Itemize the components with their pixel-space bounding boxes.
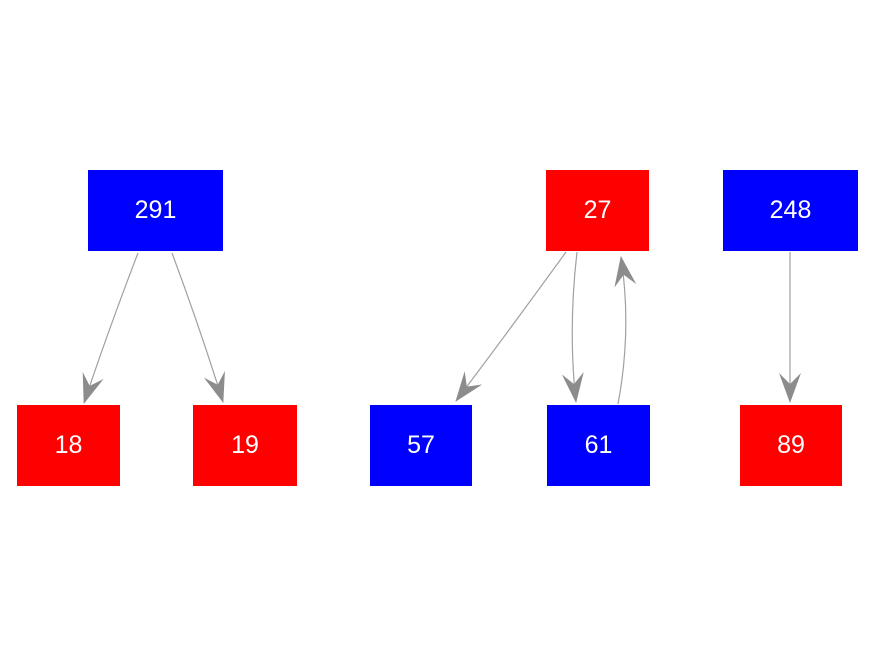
edge-27-61[interactable]	[561, 251, 584, 403]
node-61[interactable]: 61	[547, 405, 650, 486]
node-label: 291	[134, 196, 177, 224]
node-89[interactable]: 89	[740, 405, 842, 486]
edge-291-18[interactable]	[82, 252, 139, 404]
edge-27-57[interactable]	[455, 251, 567, 402]
node-label: 27	[583, 196, 612, 224]
node-18[interactable]: 18	[17, 405, 120, 486]
node-291[interactable]: 291	[88, 170, 223, 251]
node-label: 19	[231, 431, 259, 459]
node-label: 57	[407, 431, 435, 459]
node-label: 18	[54, 431, 83, 459]
node-label: 61	[584, 431, 613, 459]
node-248[interactable]: 248	[723, 170, 858, 251]
node-label: 248	[769, 196, 812, 224]
node-label: 89	[777, 431, 805, 459]
edge-291-19[interactable]	[171, 252, 225, 403]
node-19[interactable]: 19	[193, 405, 297, 486]
node-27[interactable]: 27	[546, 170, 649, 251]
edge-61-27[interactable]	[614, 256, 637, 405]
node-57[interactable]: 57	[370, 405, 472, 486]
